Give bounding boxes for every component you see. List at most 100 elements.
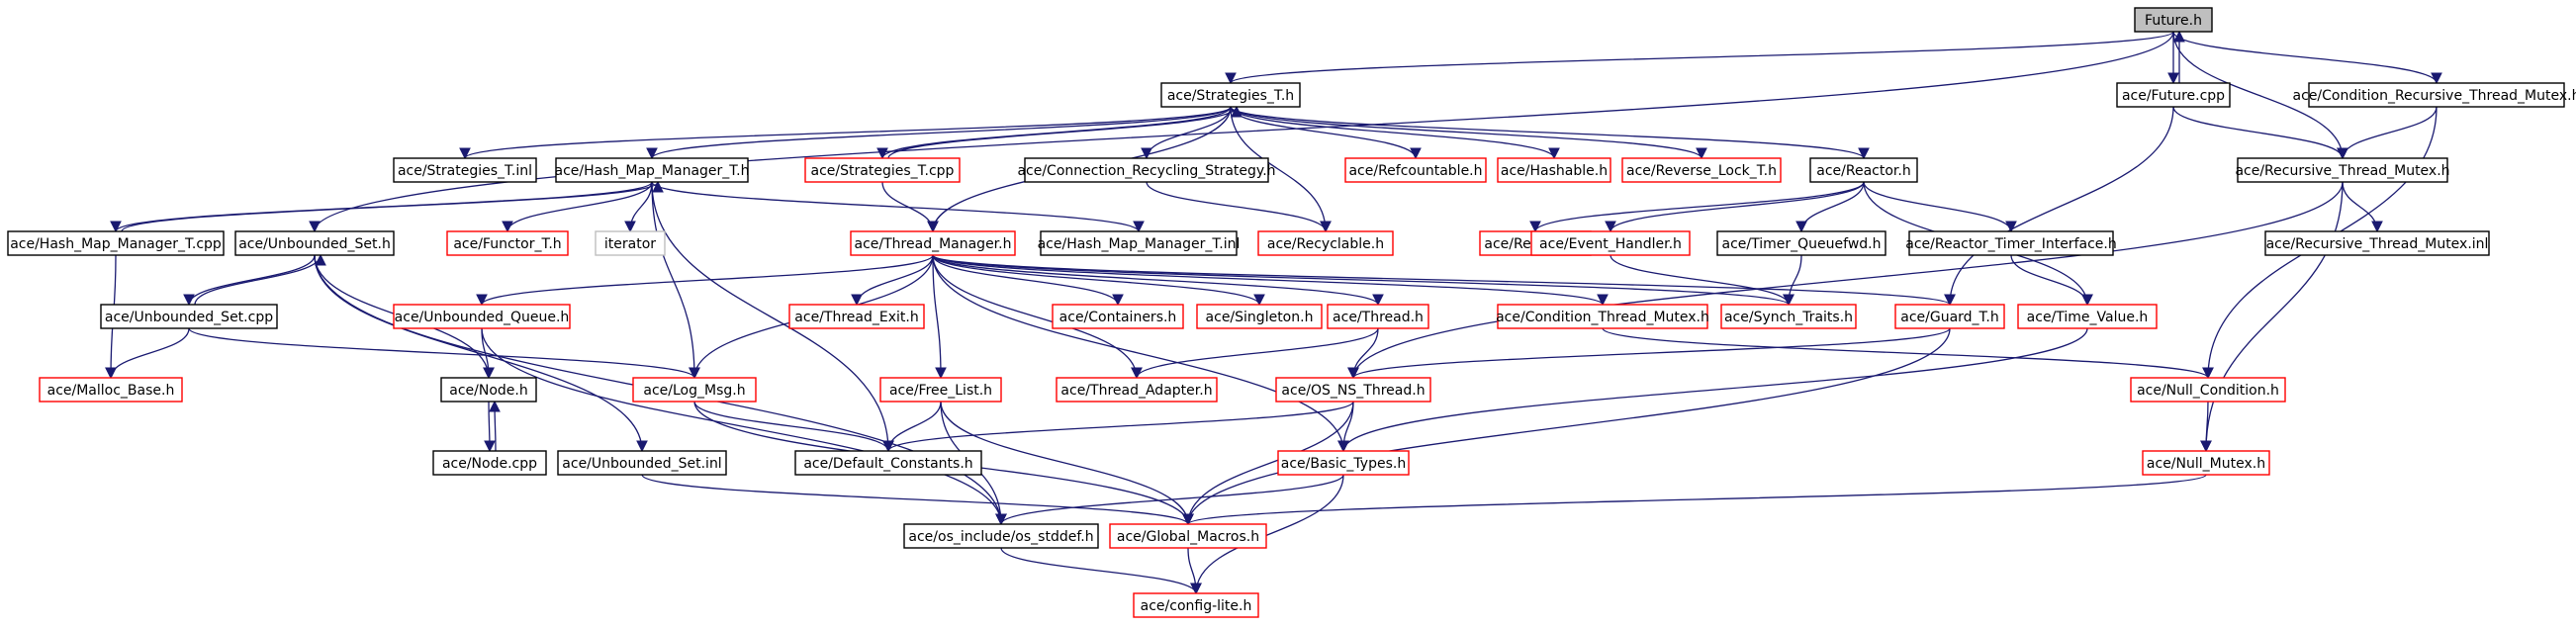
node-unbounded-set-h[interactable]: ace/Unbounded_Set.h (234, 230, 395, 256)
node-free-list-h[interactable]: ace/Free_List.h (879, 377, 1002, 403)
node-thread-exit-h[interactable]: ace/Thread_Exit.h (788, 304, 925, 329)
node-box (557, 450, 727, 476)
edge-thread_manager_h-to-thread_exit_h (851, 254, 934, 307)
edge-hmm_t_h-to-default_constants_h (651, 181, 894, 453)
node-default-constants-h[interactable]: ace/Default_Constants.h (794, 450, 982, 476)
node-strategies-t-h[interactable]: ace/Strategies_T.h (1160, 82, 1301, 108)
node-containers-h[interactable]: ace/Containers.h (1052, 304, 1184, 329)
node-reverse-lock-h[interactable]: ace/Reverse_Lock_T.h (1621, 157, 1782, 183)
node-strategies-t-cpp[interactable]: ace/Strategies_T.cpp (804, 157, 961, 183)
edge-node_cpp-to-node_h (489, 400, 501, 452)
node-conn-rec-h[interactable]: ace/Connection_Recycling_Strategy.h (1017, 157, 1276, 183)
node-label: ace/Unbounded_Set.cpp (105, 310, 273, 325)
node-global-macros-h[interactable]: ace/Global_Macros.h (1109, 523, 1267, 549)
node-strategies-t-inl[interactable]: ace/Strategies_T.inl (393, 157, 537, 183)
node-log-msg-h[interactable]: ace/Log_Msg.h (632, 377, 757, 403)
node-label: ace/Singleton.h (1206, 310, 1314, 325)
node-timer-qfwd-h[interactable]: ace/Timer_Queuefwd.h (1716, 230, 1886, 256)
node-box (393, 157, 537, 183)
node-box (1908, 230, 2114, 256)
node-box (1024, 157, 1269, 183)
node-label: ace/Strategies_T.cpp (811, 163, 955, 179)
edge-thread_manager_h-to-singleton_h (932, 254, 1265, 307)
node-cond-rec-h[interactable]: ace/Condition_Recursive_Thread_Mutex.h (2293, 82, 2576, 108)
node-label: ace/Global_Macros.h (1117, 529, 1259, 545)
node-hashable-h[interactable]: ace/Hashable.h (1497, 157, 1611, 183)
node-label: ace/Recursive_Thread_Mutex.inl (2266, 236, 2489, 252)
node-label: iterator (604, 236, 656, 252)
node-label: ace/Hashable.h (1501, 163, 1608, 179)
node-box (100, 304, 278, 329)
edge-thread_manager_h-to-synch_traits_h (932, 254, 1794, 307)
node-box (2017, 304, 2158, 329)
node-box (879, 377, 1002, 403)
node-reactor-timer-if-h[interactable]: ace/Reactor_Timer_Interface.h (1905, 230, 2117, 256)
node-box (2134, 7, 2213, 33)
node-label: ace/os_include/os_stddef.h (908, 529, 1093, 545)
node-label: ace/Connection_Recycling_Strategy.h (1017, 163, 1275, 179)
node-node-h[interactable]: ace/Node.h (440, 377, 537, 403)
node-unbounded-queue-h[interactable]: ace/Unbounded_Queue.h (393, 304, 571, 329)
edge-thread_manager_h-to-thread_h (932, 254, 1384, 307)
node-event-handler-h[interactable]: ace/Event_Handler.h (1530, 230, 1691, 256)
edge-strategies_t_h-to-conn_rec_h (1141, 106, 1232, 160)
node-guard-t-h[interactable]: ace/Guard_T.h (1894, 304, 2005, 329)
edge-strategies_t_h-to-hashable_h (1230, 106, 1560, 160)
node-label: ace/Unbounded_Set.inl (562, 456, 721, 472)
node-os-stddef-h[interactable]: ace/os_include/os_stddef.h (903, 523, 1099, 549)
edge-null_mutex_h-to-global_macros_h (1182, 474, 2207, 526)
node-label: ace/Future.cpp (2122, 88, 2225, 104)
node-future-cpp[interactable]: ace/Future.cpp (2116, 82, 2231, 108)
node-box (595, 230, 666, 256)
node-thread-manager-h[interactable]: ace/Thread_Manager.h (850, 230, 1016, 256)
node-synch-traits-h[interactable]: ace/Synch_Traits.h (1720, 304, 1857, 329)
node-box (555, 157, 749, 183)
edge-unbounded_queue_h-to-os_stddef_h (481, 327, 1007, 526)
node-os-ns-thread-h[interactable]: ace/OS_NS_Thread.h (1275, 377, 1431, 403)
node-box (7, 230, 225, 256)
node-functor-t-h[interactable]: ace/Functor_T.h (446, 230, 569, 256)
node-time-value-h[interactable]: ace/Time_Value.h (2017, 304, 2158, 329)
node-label: ace/Malloc_Base.h (47, 383, 175, 399)
node-refcountable-h[interactable]: ace/Refcountable.h (1344, 157, 1487, 183)
node-label: ace/Unbounded_Queue.h (395, 310, 570, 325)
edge-cond_thread_mutex_h-to-null_condition_h (1602, 327, 2214, 380)
node-thread-adapter-h[interactable]: ace/Thread_Adapter.h (1056, 377, 1218, 403)
node-config-lite-h[interactable]: ace/config-lite.h (1133, 592, 1259, 618)
node-box (2264, 230, 2490, 256)
edge-future_h-to-rec_mutex_h (2172, 31, 2348, 160)
node-box (2130, 377, 2286, 403)
node-null-mutex-h[interactable]: ace/Null_Mutex.h (2142, 450, 2270, 476)
node-hmm-t-inl[interactable]: ace/Hash_Map_Manager_T.inl (1038, 230, 1241, 256)
node-box (446, 230, 569, 256)
node-box (804, 157, 961, 183)
edge-os_stddef_h-to-config_lite_h (1000, 547, 1202, 595)
node-reactor-h[interactable]: ace/Reactor.h (1809, 157, 1918, 183)
edge-rec_mutex_h-to-null_mutex_h (2200, 181, 2344, 453)
node-singleton-h[interactable]: ace/Singleton.h (1196, 304, 1323, 329)
node-basic-types-h[interactable]: ace/Basic_Types.h (1277, 450, 1410, 476)
node-node-cpp[interactable]: ace/Node.cpp (432, 450, 547, 476)
node-label: ace/Hash_Map_Manager_T.cpp (10, 236, 222, 252)
node-hmm-t-h[interactable]: ace/Hash_Map_Manager_T.h (554, 157, 750, 183)
node-recyclable-h[interactable]: ace/Recyclable.h (1257, 230, 1394, 256)
node-null-condition-h[interactable]: ace/Null_Condition.h (2130, 377, 2286, 403)
node-future-h[interactable]: Future.h (2134, 7, 2213, 33)
node-malloc-base-h[interactable]: ace/Malloc_Base.h (39, 377, 183, 403)
node-rec-mutex-inl[interactable]: ace/Recursive_Thread_Mutex.inl (2264, 230, 2490, 256)
edge-future_cpp-to-rec_mutex_h (2172, 106, 2348, 160)
node-cond-thread-mutex-h[interactable]: ace/Condition_Thread_Mutex.h (1496, 304, 1709, 329)
node-unbounded-set-inl[interactable]: ace/Unbounded_Set.inl (557, 450, 727, 476)
node-iterator[interactable]: iterator (595, 230, 666, 256)
node-label: ace/Hash_Map_Manager_T.h (554, 163, 749, 179)
node-label: ace/config-lite.h (1141, 598, 1252, 614)
node-rec-mutex-h[interactable]: ace/Recursive_Thread_Mutex.h (2235, 157, 2450, 183)
node-hmm-t-cpp[interactable]: ace/Hash_Map_Manager_T.cpp (7, 230, 225, 256)
node-box (1530, 230, 1691, 256)
node-label: ace/Hash_Map_Manager_T.inl (1038, 236, 1241, 252)
node-label: ace/Recursive_Thread_Mutex.h (2235, 163, 2449, 179)
node-box (2308, 82, 2565, 108)
edge-thread_manager_h-to-thread_adapter_h (932, 254, 1143, 380)
node-thread-h[interactable]: ace/Thread.h (1327, 304, 1429, 329)
node-unbounded-set-cpp[interactable]: ace/Unbounded_Set.cpp (100, 304, 278, 329)
